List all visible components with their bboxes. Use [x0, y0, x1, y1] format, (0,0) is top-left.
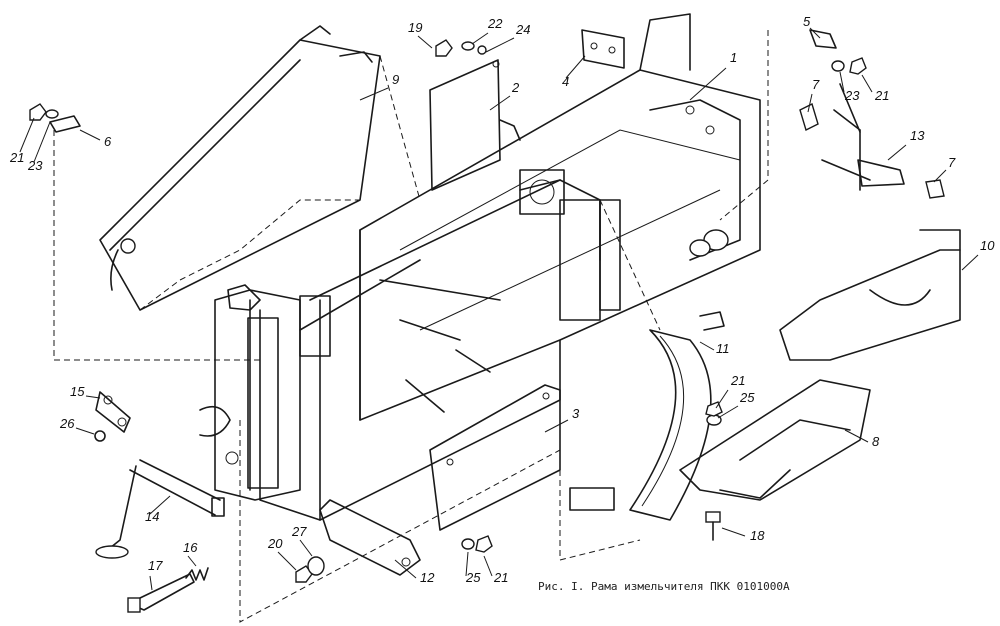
callout-leader-24: [485, 37, 515, 53]
callout-number-11: 11: [716, 341, 730, 356]
guard-12: [319, 499, 421, 576]
callout-number-25: 25: [465, 570, 481, 585]
hardware-nuts-washers: [29, 39, 867, 583]
callout-number-21: 21: [9, 150, 24, 165]
bracket-5: [809, 29, 837, 49]
callout-leader-17: [149, 575, 153, 591]
callout-number-27: 27: [291, 524, 307, 539]
callout-number-18: 18: [750, 528, 765, 543]
callout-number-21: 21: [730, 373, 745, 388]
callout-number-13: 13: [910, 128, 925, 143]
callout-number-8: 8: [872, 434, 880, 449]
tray-8: [679, 379, 871, 501]
callout-number-23: 23: [27, 158, 43, 173]
callout-number-26: 26: [59, 416, 75, 431]
callout-number-19: 19: [408, 20, 422, 35]
callout-leader-7: [807, 93, 813, 113]
callout-number-21: 21: [493, 570, 508, 585]
main-frame: [259, 13, 761, 521]
callout-number-7: 7: [812, 77, 820, 92]
callout-leader-18: [721, 527, 746, 537]
link-15: [95, 391, 131, 433]
callout-number-21: 21: [874, 88, 889, 103]
callout-number-17: 17: [148, 558, 163, 573]
callout-number-24: 24: [515, 22, 530, 37]
spring-16: [185, 567, 209, 581]
callout-leader-8: [844, 429, 869, 443]
plate-2: [429, 59, 521, 191]
callout-number-10: 10: [980, 238, 995, 253]
callout-leader-9: [359, 87, 389, 101]
callout-number-1: 1: [730, 50, 737, 65]
callout-leader-19: [417, 35, 433, 49]
callout-leader-14: [149, 495, 171, 515]
callout-number-15: 15: [70, 384, 85, 399]
callout-number-5: 5: [803, 14, 811, 29]
callout-number-16: 16: [183, 540, 198, 555]
assembly-lines: [53, 30, 769, 623]
callout-leader-25: [717, 405, 739, 419]
callout-leader-22: [471, 32, 489, 45]
callout-leader-21: [861, 74, 873, 93]
bracket-6: [49, 115, 81, 133]
lever-13: [799, 83, 945, 199]
callout-number-22: 22: [487, 16, 503, 31]
callout-number-7: 7: [948, 155, 956, 170]
callout-leader-13: [887, 144, 907, 161]
bolt-18: [705, 511, 721, 541]
callout-number-25: 25: [739, 390, 755, 405]
ring-26: [94, 430, 106, 442]
callout-leader-2: [489, 95, 511, 111]
callout-number-3: 3: [572, 406, 580, 421]
callout-leader-23: [839, 71, 845, 93]
callout-leader-21: [715, 389, 729, 409]
callout-leader-4: [565, 55, 586, 79]
callout-leader-10: [961, 254, 979, 271]
callout-leader-6: [79, 129, 101, 141]
callout-number-14: 14: [145, 509, 159, 524]
callout-number-9: 9: [392, 72, 399, 87]
callout-number-12: 12: [420, 570, 435, 585]
stand-14: [95, 459, 225, 559]
callout-leader-23: [33, 121, 51, 163]
callout-number-6: 6: [104, 134, 112, 149]
callout-leader-5: [809, 27, 821, 39]
plate-3: [429, 384, 561, 531]
callout-leader-26: [75, 427, 95, 435]
callout-number-23: 23: [844, 88, 860, 103]
callout-leader-16: [187, 555, 197, 567]
callout-leader-11: [699, 341, 715, 351]
callout-leader-3: [544, 419, 569, 433]
callout-leader-21: [483, 555, 493, 577]
shield-10: [779, 229, 961, 361]
sector-11: [569, 311, 725, 521]
panel-9: [99, 25, 381, 311]
callout-leader-1: [689, 67, 727, 101]
callout-labels: 1234567789101112131415161718192021212121…: [9, 14, 995, 591]
left-upright: [199, 284, 331, 501]
rods-pins: [299, 259, 501, 413]
callout-leader-15: [85, 395, 101, 399]
callout-leader-12: [394, 559, 417, 579]
callout-leader-25: [465, 551, 469, 577]
callout-number-4: 4: [562, 74, 569, 89]
callout-number-20: 20: [267, 536, 283, 551]
callout-number-2: 2: [511, 80, 520, 95]
figure-caption: Рис. I. Рама измельчителя ПКК 0101000А: [538, 580, 790, 593]
callout-leader-27: [299, 539, 313, 557]
plate-4: [581, 29, 625, 69]
callout-leader-7: [933, 169, 947, 183]
callout-leader-20: [277, 551, 297, 571]
bolt-17: [127, 573, 195, 613]
callout-leader-21: [19, 117, 35, 153]
